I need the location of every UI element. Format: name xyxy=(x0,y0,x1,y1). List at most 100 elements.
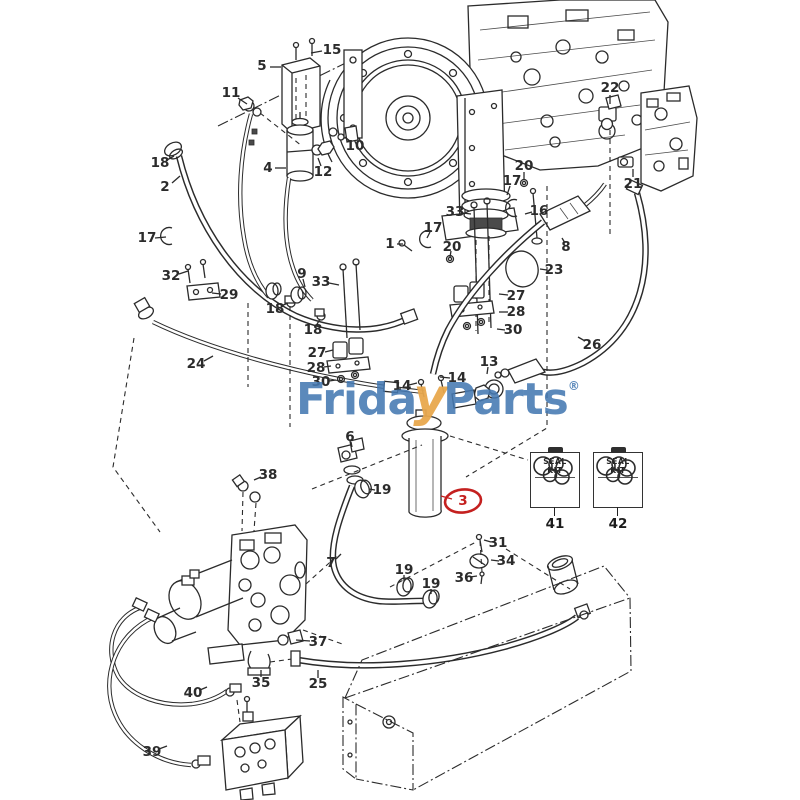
callout-leader-19 xyxy=(368,488,376,491)
callout-leader-31 xyxy=(483,539,492,543)
o-rings-icon xyxy=(533,456,573,485)
callout-leader-24 xyxy=(203,355,214,362)
bracket-5 xyxy=(281,37,321,134)
callout-18: 18 xyxy=(266,301,285,317)
callout-9: 9 xyxy=(297,266,306,282)
callout-leader-14 xyxy=(439,376,451,379)
valve-manifold xyxy=(219,695,304,800)
callout-28: 28 xyxy=(307,360,326,376)
callout-leader-23 xyxy=(539,268,548,271)
callout-14: 14 xyxy=(393,378,412,394)
callout-39: 39 xyxy=(143,744,162,760)
callout-leader-37 xyxy=(295,639,311,642)
callout-leader-30 xyxy=(496,328,506,331)
group-boundaries xyxy=(112,186,571,646)
callout-leader-7 xyxy=(335,553,342,560)
callout-21: 21 xyxy=(624,176,643,192)
hose-8 xyxy=(429,182,607,375)
hose-7 xyxy=(329,484,435,605)
callout-leader-39 xyxy=(158,745,168,750)
callout-leader-36 xyxy=(469,575,478,578)
seal-kit-41: SEAL KIT 41 xyxy=(530,447,580,532)
callout-4: 4 xyxy=(263,160,272,176)
callout-leader-17 xyxy=(154,236,167,239)
callout-20: 20 xyxy=(443,239,462,255)
callout-36: 36 xyxy=(455,570,474,586)
callout-20: 20 xyxy=(515,158,534,174)
watermark-swoosh: y xyxy=(413,368,448,428)
watermark-text-prefix: Frida xyxy=(296,374,417,425)
callout-leader-2 xyxy=(171,175,181,184)
callout-25: 25 xyxy=(309,676,328,692)
callout-17: 17 xyxy=(424,220,443,236)
callout-leader-34 xyxy=(490,559,500,562)
hose-39 xyxy=(107,607,211,769)
callout-leader-30 xyxy=(328,379,337,382)
callout-33: 33 xyxy=(446,204,465,220)
red-circle-marker xyxy=(443,488,483,514)
callout-leader-20 xyxy=(449,250,452,258)
plate-29-bolts-32 xyxy=(184,258,221,301)
callout-leader-38 xyxy=(253,476,262,481)
callout-22: 22 xyxy=(601,80,620,96)
seal-kit-leader xyxy=(554,507,555,516)
callout-6: 6 xyxy=(345,429,354,445)
callout-leader-27 xyxy=(324,349,334,353)
hose-clamp-19a xyxy=(396,577,414,597)
callout-leader-17 xyxy=(426,231,431,239)
callout-leader-17 xyxy=(506,185,511,196)
hose-4-line xyxy=(283,177,326,321)
seal-kit-leader xyxy=(617,507,618,516)
callout-7: 7 xyxy=(326,555,335,571)
callout-leader-33 xyxy=(462,212,472,215)
callout-leader-15 xyxy=(310,50,323,54)
o-ring-23 xyxy=(505,250,539,288)
hose-26 xyxy=(494,179,649,384)
callout-23: 23 xyxy=(545,262,564,278)
callout-19: 19 xyxy=(373,482,392,498)
callout-28: 28 xyxy=(507,304,526,320)
hydraulic-tank xyxy=(342,555,632,791)
oil-filter-3 xyxy=(401,409,449,518)
callout-leader-12 xyxy=(317,157,322,167)
callout-30: 30 xyxy=(312,374,331,390)
callout-17: 17 xyxy=(138,230,157,246)
callout-18: 18 xyxy=(151,155,170,171)
o-rings-icon xyxy=(596,456,636,485)
parts-31-34-36 xyxy=(469,533,489,585)
registered-trademark-icon: ® xyxy=(567,379,580,393)
callout-17: 17 xyxy=(503,173,522,189)
callout-10: 10 xyxy=(346,138,365,154)
callout-leader-28 xyxy=(323,365,332,368)
callout-leader-27 xyxy=(498,293,509,296)
callout-29: 29 xyxy=(220,287,239,303)
callout-31: 31 xyxy=(489,535,508,551)
callout-27: 27 xyxy=(507,288,526,304)
callout-leader-16 xyxy=(524,211,533,215)
callout-13: 13 xyxy=(480,354,499,370)
callout-leader-40 xyxy=(199,686,208,691)
callout-leader-14 xyxy=(408,382,418,386)
callout-3: 3 xyxy=(458,493,467,509)
callout-leader-6 xyxy=(350,441,353,448)
callout-leader-13 xyxy=(486,366,489,375)
watermark-text-suffix: Parts xyxy=(443,374,569,425)
flywheel xyxy=(320,37,489,199)
callout-leader-18 xyxy=(280,302,289,307)
callout-2: 2 xyxy=(160,179,169,195)
callout-35: 35 xyxy=(252,675,271,691)
hanger-tab-icon xyxy=(547,447,563,453)
callout-33: 33 xyxy=(312,274,331,290)
callout-30: 30 xyxy=(504,322,523,338)
callout-leader-9 xyxy=(302,278,306,288)
callout-27: 27 xyxy=(308,345,327,361)
hose-24 xyxy=(133,296,425,395)
hose-25 xyxy=(290,603,592,669)
callout-26: 26 xyxy=(583,337,602,353)
callout-leader-11 xyxy=(237,97,248,105)
hose-clamp-19-filter xyxy=(354,479,372,499)
